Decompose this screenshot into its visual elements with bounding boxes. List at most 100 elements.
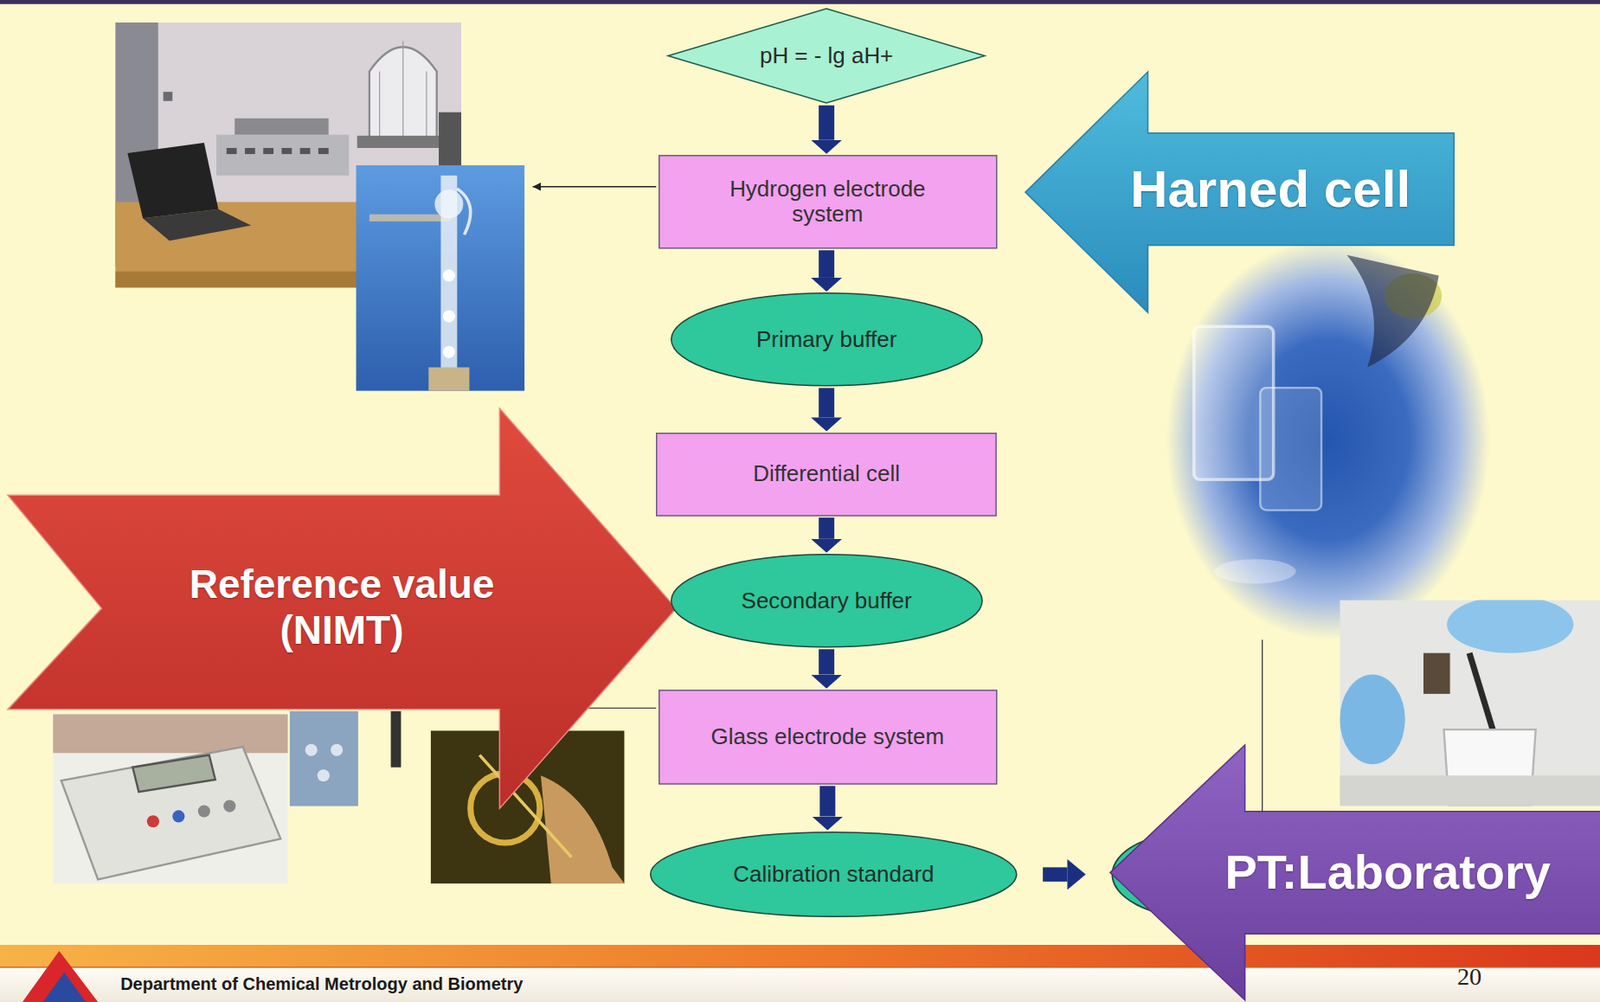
node-text-group: Hydrogen electrode system [713, 176, 941, 229]
lab-photo [263, 147, 274, 155]
flow-arrow [818, 648, 835, 675]
ph-meter-photo [52, 713, 288, 753]
lab-photo [127, 142, 219, 219]
buffer-ellipse: Secondary buffer [670, 553, 984, 648]
lab-photo [379, 71, 380, 139]
decision-diamond: pH = - lg aH+ [667, 7, 986, 104]
footer-band [0, 944, 1600, 1002]
lab-photo [142, 209, 251, 242]
flow-arrow [819, 785, 836, 817]
process-box-outline [656, 433, 996, 516]
lab-hands-photo [1339, 775, 1600, 806]
node-text: Harned cell [1130, 159, 1411, 219]
electrode-photo [391, 711, 402, 768]
ph-meter-photo [198, 804, 211, 817]
buffer-ellipse-outline [670, 293, 982, 386]
callout-arrow-outline [7, 408, 676, 809]
process-box-outline [658, 690, 996, 784]
buffer-ellipse-outline [650, 832, 1017, 918]
hydrogen-electrode-photo [356, 165, 526, 392]
node-text: Glass electrode system [711, 724, 945, 751]
ph-meter-photo [52, 713, 288, 884]
footer-band [0, 967, 1600, 1002]
lab-hands-photo [1339, 599, 1600, 806]
ph-meter-photo [172, 809, 185, 823]
hydrogen-electrode-photo [356, 165, 526, 392]
lab-hands-photo [1339, 674, 1405, 765]
ph-meter-photo [223, 800, 236, 813]
buffer-ellipse: Calibration standard [649, 831, 1018, 918]
flow-arrow [818, 517, 835, 540]
node-text: pH = - lg aH+ [759, 43, 894, 70]
ph-meter-photo [147, 815, 160, 828]
callout-arrow: Harned cell [1025, 71, 1454, 313]
logo [22, 951, 98, 1002]
process-box: Glass electrode system [658, 689, 997, 785]
ph-meter-photo [61, 746, 282, 880]
node-text: Hydrogen electrode system [713, 176, 941, 229]
footer-band [0, 966, 1600, 968]
next-step-arrow [1066, 859, 1086, 890]
flow-arrow [818, 387, 835, 418]
ph-meter-photo [52, 713, 288, 884]
lab-photo [425, 71, 427, 139]
glassware-photo [1166, 239, 1491, 640]
buffer-ellipse: Primary buffer [670, 292, 984, 386]
node-text-group: Differential cell [752, 461, 900, 488]
node-text-group: Reference value (NIMT) [168, 561, 516, 654]
lab-photo [281, 147, 292, 155]
lab-hands-photo [1423, 653, 1451, 694]
node-text: Secondary buffer [741, 588, 913, 615]
decision-diamond-outline [668, 8, 985, 103]
footer-text: Department of Chemical Metrology and Bio… [120, 974, 523, 995]
leader-arrow [533, 186, 657, 187]
hydrogen-electrode-photo [428, 367, 470, 392]
node-text-group: Calibration standard [732, 861, 934, 888]
meter-photo [317, 769, 330, 782]
lab-photo [234, 118, 328, 135]
node-text-group: pH = - lg aH+ [759, 43, 894, 70]
node-text: Differential cell [752, 461, 900, 488]
glassware-photo [1214, 559, 1296, 584]
gold-electrode-photo [540, 775, 625, 884]
top-rule [0, 0, 1600, 5]
meter-photo [330, 744, 343, 757]
callout-arrow-outline [1110, 745, 1600, 1001]
hydrogen-electrode-photo [443, 346, 456, 359]
callout-arrow: Reference value (NIMT) [7, 408, 676, 809]
lab-photo [402, 40, 404, 138]
node-text-group: Secondary buffer [741, 588, 913, 615]
node-text: Primary buffer [756, 327, 897, 354]
node-text: PT:Laboratory [1224, 844, 1551, 900]
glassware-photo [1347, 255, 1440, 368]
hydrogen-electrode-photo [443, 269, 456, 282]
lab-photo [226, 147, 238, 155]
ph-meter-photo [132, 755, 216, 792]
hydrogen-electrode-photo [456, 188, 470, 235]
glassware-photo [1166, 239, 1491, 640]
flow-arrow [818, 105, 835, 141]
meter-photo [289, 711, 359, 807]
callout-arrow: PT:Laboratory [1110, 745, 1600, 1001]
lab-photo [300, 147, 311, 155]
meter-photo [305, 744, 318, 757]
page-number: 20 [1457, 963, 1482, 992]
node-text-group: Harned cell [1130, 159, 1411, 219]
lab-photo [216, 134, 349, 176]
flow-arrow [818, 250, 835, 278]
node-text-group: Glass electrode system [711, 724, 945, 751]
process-box-outline [658, 155, 996, 249]
callout-arrow-outline [1025, 71, 1454, 313]
meter-photo [289, 711, 359, 807]
next-step-arrow [1042, 867, 1067, 882]
logo [22, 951, 98, 1002]
lab-hands-photo [1446, 599, 1574, 653]
lab-photo [244, 147, 256, 155]
lab-photo [318, 147, 329, 155]
lab-photo [163, 91, 174, 102]
node-text: Reference value (NIMT) [168, 561, 516, 654]
process-box: Differential cell [655, 432, 997, 517]
leader-line [1261, 639, 1263, 817]
logo [43, 972, 87, 1002]
